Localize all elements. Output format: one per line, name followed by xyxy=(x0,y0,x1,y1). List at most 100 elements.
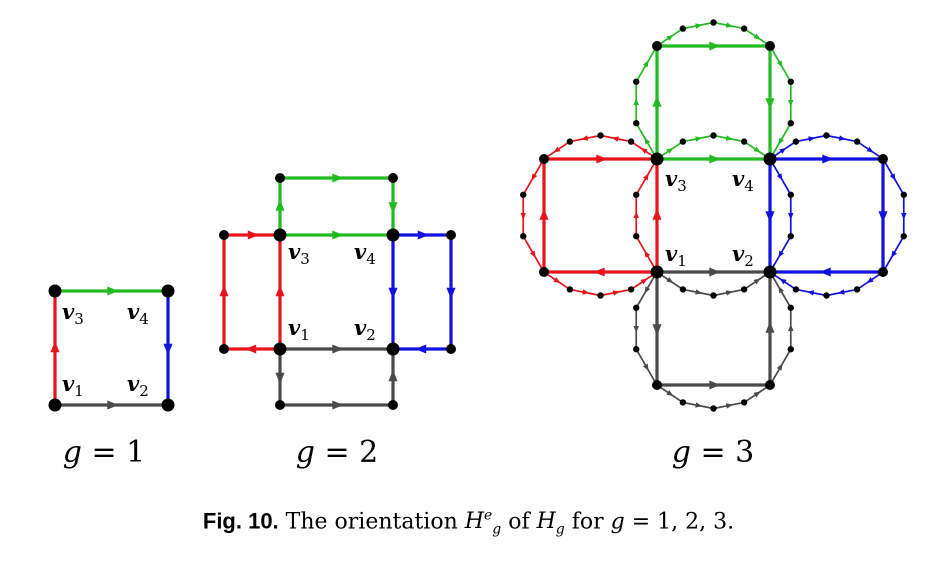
vertex-35 xyxy=(633,233,640,240)
arrowhead xyxy=(822,154,834,164)
vertex-5 xyxy=(273,228,287,242)
vertex-4 xyxy=(161,284,175,298)
arrowhead xyxy=(640,278,648,285)
vertex-37 xyxy=(792,138,800,145)
arrowhead xyxy=(644,137,651,145)
vertex-29 xyxy=(566,138,574,145)
arrowhead xyxy=(332,230,344,240)
caption-text-2: of xyxy=(501,509,537,535)
arrowhead xyxy=(725,135,733,141)
vertex-28 xyxy=(597,132,604,139)
label-v2-g3: v2 xyxy=(732,241,754,270)
arrowhead xyxy=(247,230,259,240)
graph-label-g1: g = 1 xyxy=(63,435,146,470)
label-v1-g3: v1 xyxy=(665,241,687,270)
vertex-57 xyxy=(650,265,664,279)
arrowhead xyxy=(889,173,896,181)
label-v1-g1: v1 xyxy=(62,371,84,400)
vertex-24 xyxy=(679,138,687,145)
arrowhead xyxy=(553,277,561,284)
vertex-45 xyxy=(787,191,794,198)
arrowhead xyxy=(388,287,398,299)
arrowhead xyxy=(778,286,785,294)
arrowhead xyxy=(642,60,649,68)
vertex-44 xyxy=(792,286,800,293)
vertex-68 xyxy=(765,380,775,390)
arrowhead xyxy=(666,277,674,284)
vertex-3 xyxy=(48,284,62,298)
arrowhead xyxy=(644,286,651,294)
caption-text-3: for xyxy=(564,509,611,535)
arrowhead xyxy=(709,41,721,51)
arrowhead xyxy=(642,363,649,371)
vertex-2 xyxy=(161,398,175,412)
vertex-22 xyxy=(787,78,794,85)
label-v4-g2: v4 xyxy=(354,239,376,268)
figure-number: Fig. 10. xyxy=(202,508,279,534)
arrowhead xyxy=(901,212,907,220)
arrowhead xyxy=(695,23,703,29)
vertices-layer xyxy=(48,19,907,412)
arrowhead xyxy=(807,290,815,296)
arrowhead xyxy=(275,285,285,297)
arrowhead xyxy=(725,403,733,409)
vertex-23 xyxy=(787,120,794,127)
arrowhead xyxy=(652,324,662,336)
arrowhead xyxy=(808,136,816,142)
vertex-7 xyxy=(273,342,287,356)
vertex-14 xyxy=(388,400,398,410)
vertex-49 xyxy=(679,399,687,406)
vertex-52 xyxy=(787,346,794,353)
vertex-17 xyxy=(633,120,640,127)
vertex-21 xyxy=(740,25,748,32)
arrowhead xyxy=(163,343,173,355)
arrowhead xyxy=(611,136,619,142)
arrowhead xyxy=(640,147,648,154)
arrowhead xyxy=(778,137,785,145)
arrowhead xyxy=(878,211,888,223)
arrowhead xyxy=(866,277,874,284)
vertex-62 xyxy=(765,41,775,51)
vertex-38 xyxy=(823,132,830,139)
arrowhead xyxy=(633,325,639,333)
caption-symbol-hg: Hg xyxy=(536,509,565,538)
arrowhead xyxy=(652,95,662,107)
arrowhead xyxy=(245,344,257,354)
vertex-50 xyxy=(710,405,717,412)
vertex-16 xyxy=(446,344,456,354)
arrowhead xyxy=(765,211,775,223)
vertex-48 xyxy=(633,346,640,353)
arrowhead xyxy=(788,99,794,107)
arrowhead xyxy=(633,211,639,219)
label-v4-g3: v4 xyxy=(732,166,754,195)
vertex-8 xyxy=(386,342,400,356)
vertex-65 xyxy=(878,154,888,164)
vertex-54 xyxy=(679,286,687,293)
arrowhead xyxy=(582,289,590,295)
vertex-27 xyxy=(627,138,635,145)
arrowhead xyxy=(709,154,721,164)
arrowhead xyxy=(612,290,620,296)
arrowhead xyxy=(642,173,649,181)
orientation-diagram: v3 v4 v1 v2 v3 v4 v1 v2 v3 v4 v1 v2 g = … xyxy=(48,19,907,470)
caption-g-variable: g xyxy=(610,509,625,535)
vertex-40 xyxy=(900,191,907,198)
arrowhead xyxy=(725,290,733,296)
label-v2-g1: v2 xyxy=(127,371,149,400)
arrowhead xyxy=(553,146,561,153)
arrowhead xyxy=(633,98,639,106)
vertex-39 xyxy=(853,138,861,145)
arrowhead xyxy=(644,250,651,258)
vertex-1 xyxy=(48,398,62,412)
label-v3-g3: v3 xyxy=(665,166,687,195)
label-v3-g2: v3 xyxy=(288,239,310,268)
figure-caption: Fig. 10. The orientation Heg of Hg for g… xyxy=(0,508,937,538)
vertex-32 xyxy=(566,286,574,293)
vertex-26 xyxy=(740,138,748,145)
vertex-60 xyxy=(763,152,777,166)
graph-label-g2: g = 2 xyxy=(296,435,379,470)
arrowhead xyxy=(778,250,785,258)
arrowhead xyxy=(50,341,60,353)
arrowhead xyxy=(107,400,119,410)
vertex-66 xyxy=(878,267,888,277)
